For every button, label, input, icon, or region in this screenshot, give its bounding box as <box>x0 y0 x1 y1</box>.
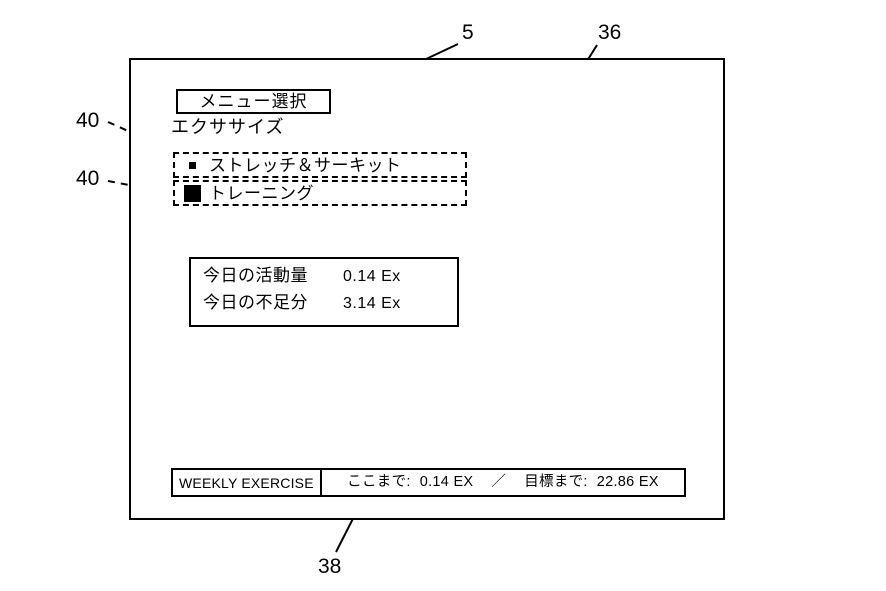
stat-value: 0.14 Ex <box>343 268 401 285</box>
stat-label: 今日の活動量 <box>203 266 308 285</box>
stat-value: 3.14 Ex <box>343 295 401 312</box>
reference-numeral-40-lower: 40 <box>76 167 100 190</box>
stat-label: 今日の不足分 <box>203 293 308 312</box>
status-bar-title: WEEKLY EXERCISE <box>179 474 314 491</box>
stat-row: 今日の不足分 3.14 Ex <box>191 294 457 321</box>
reference-numeral-38: 38 <box>318 555 342 578</box>
daily-activity-stats-box: 今日の活動量 0.14 Ex 今日の不足分 3.14 Ex <box>189 257 459 327</box>
category-label: エクササイズ <box>171 117 285 137</box>
menu-option-stretch-circuit[interactable]: ストレッチ＆サーキット <box>173 152 467 178</box>
goal-label: 目標まで: <box>524 474 588 491</box>
menu-option-training[interactable]: トレーニング <box>173 180 467 206</box>
reference-numeral-5: 5 <box>462 21 474 44</box>
progress-label: ここまで: <box>347 474 411 491</box>
selection-marker-icon <box>175 161 209 169</box>
device-screen: メニュー選択 エクササイズ ストレッチ＆サーキット トレーニング 今日の活動量 … <box>129 58 725 520</box>
goal-value: 22.86 EX <box>596 474 659 491</box>
reference-numeral-40-upper: 40 <box>76 109 100 132</box>
weekly-exercise-status-bar: WEEKLY EXERCISE ここまで: 0.14 EX ／ 目標まで: 22… <box>171 468 686 497</box>
stat-row: 今日の活動量 0.14 Ex <box>191 267 457 294</box>
menu-title-text: メニュー選択 <box>199 92 308 111</box>
status-bar-detail-cell: ここまで: 0.14 EX ／ 目標まで: 22.86 EX <box>322 470 684 495</box>
status-separator-icon: ／ <box>491 474 507 491</box>
menu-option-label: ストレッチ＆サーキット <box>209 155 402 175</box>
reference-numeral-36: 36 <box>598 21 622 44</box>
menu-option-label: トレーニング <box>209 183 314 203</box>
status-bar-title-cell: WEEKLY EXERCISE <box>173 470 322 495</box>
selection-marker-selected-icon <box>175 184 209 202</box>
menu-title-box: メニュー選択 <box>176 89 331 114</box>
progress-value: 0.14 EX <box>419 474 474 491</box>
